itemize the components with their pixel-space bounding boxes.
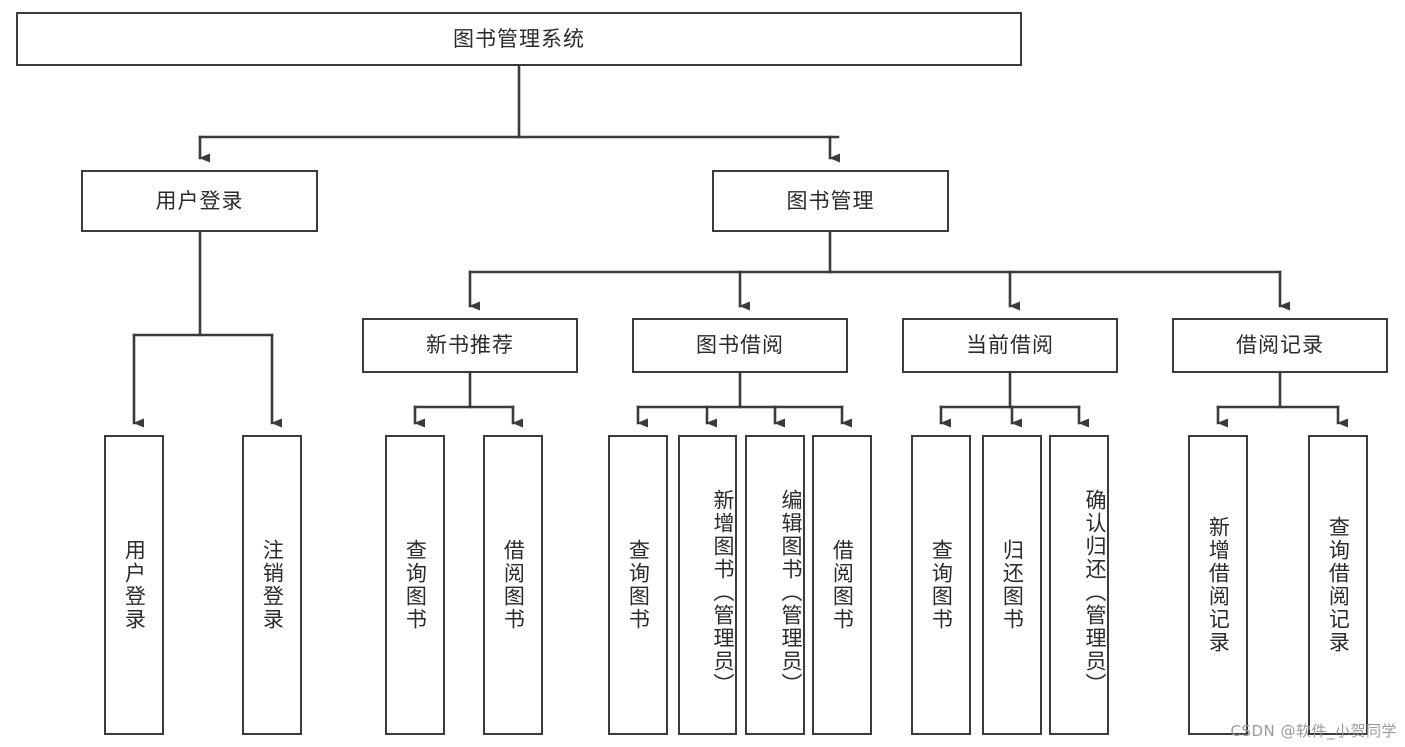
node-label: 注销登录 <box>260 539 285 631</box>
node-leaf-logout[interactable]: 注销登录 <box>242 435 302 735</box>
node-label: 新书推荐 <box>426 333 514 358</box>
node-label: 查询图书 <box>929 539 954 631</box>
node-leaf-borrow-book-recommend[interactable]: 借阅图书 <box>483 435 543 735</box>
node-leaf-query-book-current[interactable]: 查询图书 <box>911 435 971 735</box>
node-label: 用户登录 <box>122 539 147 631</box>
node-leaf-user-login[interactable]: 用户登录 <box>104 435 164 735</box>
node-leaf-confirm-return-admin[interactable]: 确认归还（管理员） <box>1049 435 1109 735</box>
node-new-book-recommend[interactable]: 新书推荐 <box>362 318 578 373</box>
node-root-book-management-system[interactable]: 图书管理系统 <box>16 12 1022 66</box>
node-label: 查询图书 <box>403 539 428 631</box>
node-label: 编辑图书（管理员） <box>779 488 803 696</box>
node-label: 新增图书（管理员） <box>711 488 735 696</box>
node-label: 图书借阅 <box>696 333 784 358</box>
node-user-login[interactable]: 用户登录 <box>81 170 318 232</box>
node-label: 图书管理系统 <box>453 26 585 51</box>
node-label: 查询图书 <box>626 539 651 631</box>
node-leaf-return-book[interactable]: 归还图书 <box>982 435 1042 735</box>
csdn-watermark: CSDN @软件_小贺同学 <box>1230 722 1397 740</box>
node-leaf-query-borrow-record[interactable]: 查询借阅记录 <box>1308 435 1368 735</box>
node-label: 归还图书 <box>1000 539 1025 631</box>
node-leaf-query-book-recommend[interactable]: 查询图书 <box>385 435 445 735</box>
node-label: 新增借阅记录 <box>1206 516 1231 654</box>
node-book-management[interactable]: 图书管理 <box>712 170 949 232</box>
node-label: 借阅图书 <box>830 539 855 631</box>
node-label: 借阅记录 <box>1236 333 1324 358</box>
node-label: 用户登录 <box>155 188 244 213</box>
node-leaf-add-borrow-record[interactable]: 新增借阅记录 <box>1188 435 1248 735</box>
node-label: 借阅图书 <box>501 539 526 631</box>
node-leaf-query-book-borrow[interactable]: 查询图书 <box>608 435 668 735</box>
node-label: 图书管理 <box>786 188 875 213</box>
node-label: 确认归还（管理员） <box>1083 488 1107 696</box>
node-label: 查询借阅记录 <box>1326 516 1351 654</box>
node-borrow-record[interactable]: 借阅记录 <box>1172 318 1388 373</box>
node-leaf-edit-book-admin[interactable]: 编辑图书（管理员） <box>745 435 805 735</box>
node-leaf-add-book-admin[interactable]: 新增图书（管理员） <box>678 435 737 735</box>
node-current-borrow[interactable]: 当前借阅 <box>902 318 1118 373</box>
node-label: 当前借阅 <box>966 333 1054 358</box>
node-book-borrow[interactable]: 图书借阅 <box>632 318 848 373</box>
node-leaf-borrow-book[interactable]: 借阅图书 <box>812 435 872 735</box>
